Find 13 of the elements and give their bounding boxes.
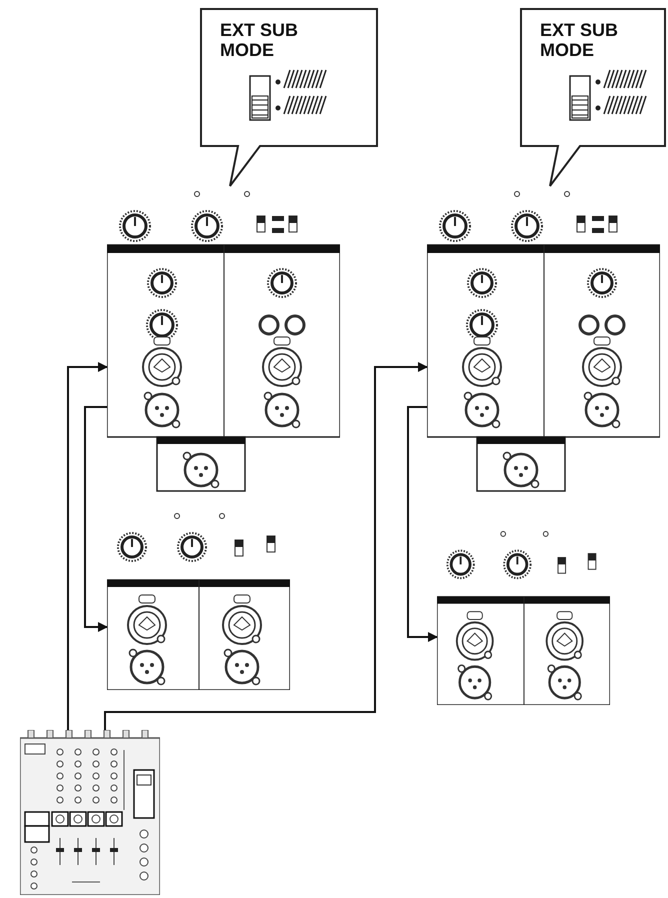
callout-bubble xyxy=(520,8,666,188)
cable-arrow xyxy=(84,406,108,632)
callout-text: EXT SUB MODE xyxy=(220,20,300,60)
cable-arrow xyxy=(407,406,438,642)
subwoofer-panel-drawing xyxy=(437,530,610,705)
cable-arrow xyxy=(104,362,428,730)
callout-text: EXT SUB MODE xyxy=(540,20,620,60)
cable-arrow xyxy=(67,362,108,730)
subwoofer-panel-drawing xyxy=(107,512,290,690)
amplifier-panel-drawing xyxy=(107,188,340,493)
callout-bubble xyxy=(200,8,378,188)
mixer-drawing xyxy=(20,730,160,895)
amplifier-panel-drawing xyxy=(427,188,660,493)
